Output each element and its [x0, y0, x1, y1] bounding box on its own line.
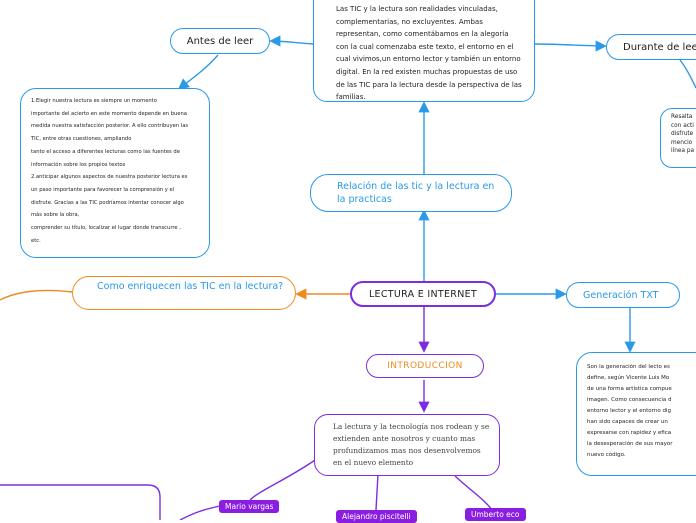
body-line: tanto el acceso a diferentes lecturas co… [31, 148, 180, 155]
body-line: disfrute. Gracias a las TIC podríamos in… [31, 199, 184, 206]
body-line: 1.Elegir nuestra lectura es siempre un m… [31, 98, 157, 104]
body-line: 2.anticipar algunos aspectos de nuestra … [31, 174, 188, 181]
center-title: LECTURA E INTERNET [368, 288, 478, 300]
body-line: entorno lector y el entorno dig [587, 408, 671, 414]
body-line: mencio [671, 139, 693, 146]
intro-node[interactable]: INTRODUCCION [366, 354, 484, 378]
tag-umberto-eco[interactable]: Umberto eco [465, 508, 526, 521]
antes-body-box: 1.Elegir nuestra lectura es siempre un m… [20, 88, 210, 258]
durante-node[interactable]: Durante de leer [606, 34, 696, 60]
enriquecen-node[interactable]: Como enriquecen las TIC en la lectura? [72, 276, 296, 310]
body-line: comprender su título, localizar el lugar… [31, 225, 181, 232]
intro-title: INTRODUCCION [387, 361, 463, 371]
body-line: importante del acierto en este momento d… [31, 110, 187, 117]
antes-node[interactable]: Antes de leer [170, 28, 270, 54]
tag-mario-vargas[interactable]: Mario vargas [219, 500, 280, 513]
tag-alejandro-piscitelli[interactable]: Alejandro piscitelli [336, 510, 417, 523]
body-line: etc. [31, 237, 41, 244]
intro-body-text: La lectura y la tecnología nos rodean y … [333, 422, 490, 467]
body-line: disfrute [671, 131, 694, 138]
body-line: define, según Vicente Luis Mo [587, 375, 670, 381]
body-line: han sido capaces de crear un [587, 419, 668, 425]
body-line: información sobre los propios textos [31, 161, 126, 168]
body-line: un paso importante para favorecer la com… [31, 186, 175, 193]
body-line: imagen. Como consecuencia d [587, 397, 672, 403]
body-line: Resalta [671, 114, 693, 120]
center-node[interactable]: LECTURA E INTERNET [350, 281, 496, 307]
body-line: nuevo código. [587, 452, 626, 458]
body-line: de una forma artística compue [587, 386, 672, 392]
body-line: Son la generación del lecto es [587, 364, 670, 370]
generacion-body-lines: Son la generación del lecto es define, se… [587, 362, 696, 461]
intro-body-box: La lectura y la tecnología nos rodean y … [314, 414, 500, 476]
body-line: la desesperación de sus mayor [587, 441, 673, 447]
relacion-body-text: Las TIC y la lectura son realidades vinc… [336, 5, 522, 102]
body-line: expresarse con rapidez y efica [587, 430, 672, 436]
generacion-title: Generación TXT [583, 289, 659, 301]
enriquecen-title: Como enriquecen las TIC en la lectura? [97, 281, 284, 292]
antes-body-lines: 1.Elegir nuestra lectura es siempre un m… [31, 95, 203, 247]
durante-title: Durante de leer [623, 41, 696, 53]
body-line: TIC, entre otras cuestiones, ampliando [31, 136, 132, 143]
body-line: línea pa [671, 148, 695, 155]
body-line: más sobre la obra, [31, 212, 80, 219]
body-line: con acti [671, 122, 694, 129]
relacion-body-box: Las TIC y la lectura son realidades vinc… [313, 0, 535, 102]
generacion-node[interactable]: Generación TXT [566, 282, 680, 308]
relacion-node[interactable]: Relación de las tic y la lectura en la p… [310, 174, 512, 212]
antes-title: Antes de leer [186, 35, 254, 47]
generacion-body-box: Son la generación del lecto es define, se… [576, 352, 696, 476]
relacion-title: Relación de las tic y la lectura en la p… [337, 181, 495, 205]
body-line: medida nuestra satisfacción posterior. A… [31, 123, 189, 130]
